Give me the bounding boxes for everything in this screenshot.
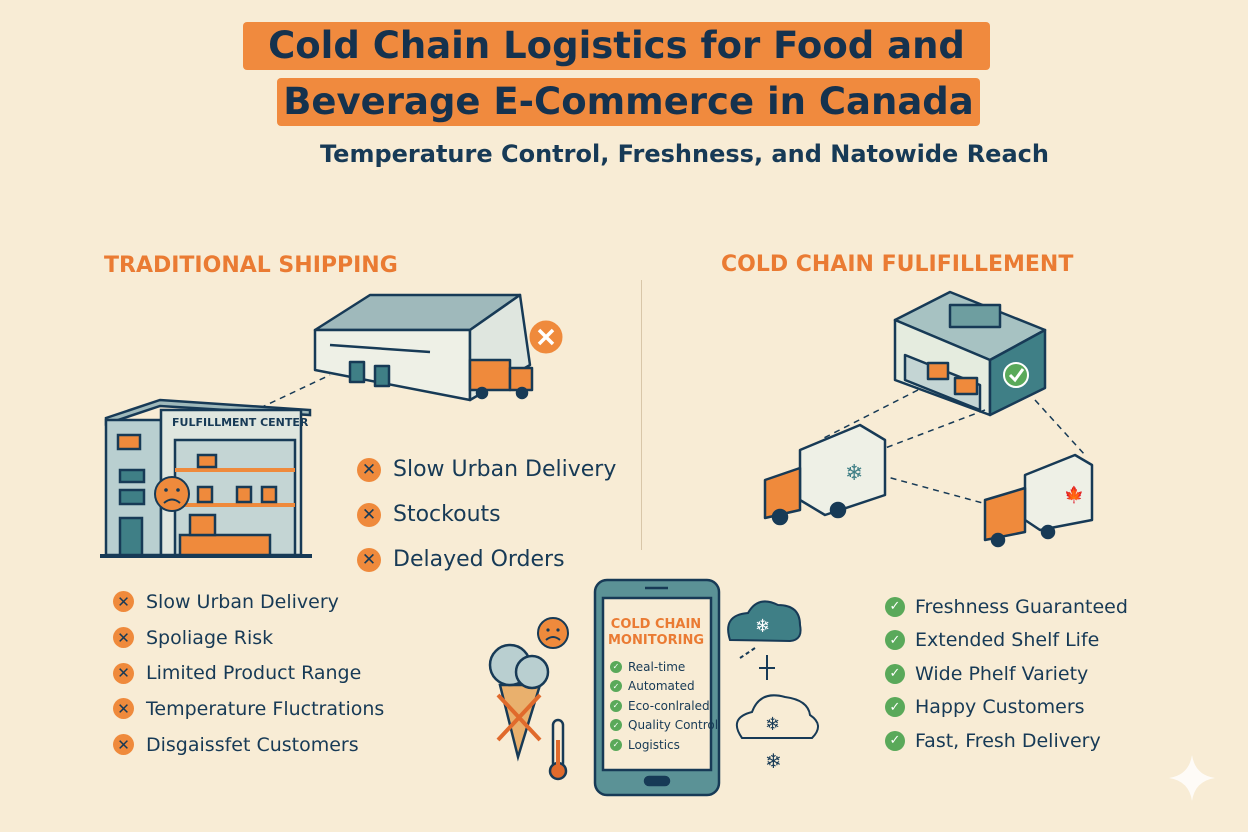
list-item: ✓Wide Phelf Variety: [885, 657, 1128, 691]
list-item: ✓Logistics: [610, 735, 718, 755]
list-item: ✕Stockouts: [357, 492, 616, 537]
check-circle-icon: ✓: [885, 596, 905, 617]
dashed-route: [259, 374, 331, 409]
cloud-outline-icon: ❄: [735, 694, 819, 739]
check-circle-icon: ✓: [610, 719, 622, 732]
check-circle-icon: ✓: [885, 663, 905, 684]
list-item: ✓Quality Control: [610, 716, 718, 736]
sparkle-icon: [1169, 755, 1215, 801]
subtitle: Temperature Control, Freshness, and Nato…: [320, 140, 1049, 168]
list-item: ✓Automated: [610, 677, 718, 697]
snow-cloud-icon: ❄: [727, 600, 802, 643]
title-line-1: Cold Chain Logistics for Food and: [243, 22, 990, 70]
check-circle-icon: ✓: [610, 660, 622, 673]
svg-text:🍁: 🍁: [1064, 485, 1084, 504]
monitoring-features-list: ✓Real-time ✓Automated ✓Eco-conlraled ✓Qu…: [610, 657, 718, 755]
list-item: ✕Slow Urban Delivery: [113, 584, 384, 620]
x-circle-icon: ✕: [357, 457, 381, 482]
x-circle-icon: ✕: [113, 591, 134, 613]
snowflake-icon: ❄: [765, 749, 782, 773]
x-circle-icon: ✕: [113, 734, 134, 756]
thermometer-icon: [548, 718, 568, 781]
check-circle-icon: ✓: [610, 680, 622, 693]
x-circle-icon: ✕: [357, 547, 381, 572]
refrigerated-truck-icon: ❄: [763, 423, 887, 526]
dashed-routes: [819, 389, 1086, 506]
svg-text:❄: ❄: [755, 616, 770, 637]
list-item: ✓Eco-conlraled: [610, 696, 718, 716]
list-item: ✓Real-time: [610, 657, 718, 677]
svg-text:❄: ❄: [845, 461, 863, 486]
x-circle-icon: ✕: [113, 662, 134, 684]
x-circle-icon: ✕: [113, 627, 134, 649]
list-item: ✕Limited Product Range: [113, 655, 384, 691]
warehouse-illustration: [313, 293, 534, 402]
list-item: ✓Fast, Fresh Delivery: [885, 724, 1128, 758]
x-circle-icon: [529, 320, 563, 354]
sad-face-icon: [154, 476, 190, 512]
list-item: ✕Disgaissfet Customers: [113, 727, 384, 763]
traditional-shipping-heading: TRADITIONAL SHIPPING: [104, 253, 398, 278]
list-item: ✕Slow Urban Delivery: [357, 447, 616, 492]
fulfillment-center-sign: FULFILLMENT CENTER: [172, 416, 309, 429]
check-circle-icon: ✓: [885, 730, 905, 751]
cold-chain-heading: COLD CHAIN FULIFILLEMENT: [721, 252, 1074, 277]
sad-face-icon: [537, 617, 569, 649]
list-item: ✕Spoliage Risk: [113, 620, 384, 656]
svg-text:❄: ❄: [765, 714, 780, 735]
cold-chain-benefits-list: ✓Freshness Guaranteed ✓Extended Shelf Li…: [885, 590, 1128, 758]
traditional-issues-list: ✕Slow Urban Delivery ✕Stockouts ✕Delayed…: [357, 447, 616, 582]
list-item: ✕Temperature Fluctrations: [113, 691, 384, 727]
check-circle-icon: ✓: [610, 738, 622, 751]
title-line-2: Beverage E-Commerce in Canada: [277, 78, 980, 126]
melting-ice-cream-icon: [488, 643, 550, 762]
list-item: ✓Happy Customers: [885, 691, 1128, 725]
x-circle-icon: ✕: [113, 698, 134, 720]
list-item: ✓Extended Shelf Life: [885, 624, 1128, 658]
divider: [641, 280, 642, 550]
canada-truck-icon: 🍁: [983, 453, 1094, 548]
traditional-drawbacks-list: ✕Slow Urban Delivery ✕Spoliage Risk ✕Lim…: [113, 584, 384, 762]
cold-storage-center-illustration: [893, 290, 1047, 417]
list-item: ✓Freshness Guaranteed: [885, 590, 1128, 624]
list-item: ✕Delayed Orders: [357, 537, 616, 582]
check-circle-icon: ✓: [885, 630, 905, 651]
phone-screen-title: COLD CHAIN MONITORING: [607, 617, 705, 648]
check-circle-icon: [1003, 362, 1029, 388]
check-circle-icon: ✓: [885, 697, 905, 718]
x-circle-icon: ✕: [357, 502, 381, 527]
check-circle-icon: ✓: [610, 699, 622, 712]
